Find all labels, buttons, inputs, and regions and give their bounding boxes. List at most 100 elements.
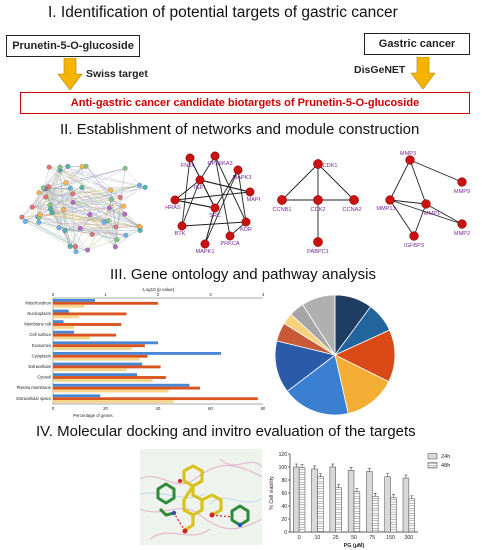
y-tick-label: 100 [279,465,288,471]
network-node [73,249,79,255]
network-edge [59,169,125,215]
network-node [177,221,187,231]
node-label: MAPK3 [233,175,252,181]
network-node [457,177,467,187]
legend-label: 24h [441,454,450,460]
viability-bar [402,477,410,533]
network-node [405,155,415,165]
top-tick-label: 0 [52,292,55,297]
network-edge [38,192,112,200]
network-edge [80,226,141,229]
viability-bar [311,468,318,533]
network-edge [32,206,105,223]
network-edge [25,168,126,222]
go-bar [53,400,174,403]
node-label: MMP9 [454,189,470,195]
network-node [40,185,46,191]
viability-bar [329,466,336,533]
go-bar [53,389,169,393]
node-label: MMP3 [400,151,416,157]
network-node [87,212,93,218]
compound-box: Prunetin-5-O-glucoside [6,35,140,57]
network-edge [59,169,64,210]
network-edge [48,186,71,247]
network-edge [174,179,201,201]
section2-heading: II. Establishment of networks and module… [60,121,420,138]
network-node [46,164,52,170]
pie-slice [334,329,396,383]
disease-box: Gastric cancer [364,33,470,55]
network-edge [60,166,140,186]
pie-slice [334,354,390,415]
viability-bar [390,497,397,533]
network-node [122,211,128,217]
network-edge [109,207,116,247]
network-node [421,199,431,209]
viability-bar [353,491,361,533]
network-edge [111,199,125,215]
node-label: SRC [209,213,221,219]
network-node [67,243,73,249]
node-label: BTK [175,231,186,237]
network-node [70,191,76,197]
node-label: RPS6KA3 [207,161,232,167]
node-label: PRKCA [220,241,240,247]
node-label: CDK2 [311,207,326,213]
top-tick-label: 3 [209,292,212,297]
network-node [101,219,107,225]
network-edge [425,203,463,225]
network-node [313,237,323,247]
go-bar [53,368,127,372]
candidate-biotargets-box: Anti-gastric cancer candidate biotargets… [20,92,470,114]
viability-bar [366,471,373,533]
go-bar [53,312,127,316]
network-edge [174,199,216,209]
network-node [195,175,205,185]
go-bar [53,336,90,340]
go-bar [53,383,190,387]
network-node [114,237,120,243]
network-edge [389,199,415,237]
network-edge [413,203,427,237]
bottom-tick-label: 60 [208,406,213,411]
network-edge [49,185,140,206]
viability-bar [408,498,415,533]
network-node [210,151,220,161]
network-node [62,228,68,234]
network-edge [64,226,140,231]
network-edge [124,168,140,186]
network-edge [72,202,118,240]
network-node [36,190,42,196]
category-label: Nucleoplasm [27,311,51,316]
network-node [47,202,53,208]
network-node [63,180,69,186]
go-bar [53,344,145,348]
legend-swatch [427,453,438,460]
network-edge [67,166,118,240]
go-bar [53,304,85,308]
network-edge [32,204,51,208]
network-edge [111,199,118,240]
network-edge [103,199,112,223]
network-node [106,205,112,211]
node-label: MMP13 [376,206,395,212]
bottom-tick-label: 80 [261,406,266,411]
node-label: IGFBP3 [404,243,424,249]
node-label: PABPC1 [307,249,329,255]
network-edge [64,187,146,231]
network-edge [92,185,140,235]
network-edge [25,205,51,222]
y-tick-label: 20 [281,517,287,523]
network-node [43,194,49,200]
network-edge [110,189,117,228]
go-bar [53,347,132,350]
go-bar [53,373,137,377]
x-axis-label: PG (μM) [344,543,365,548]
viability-bar [293,466,300,533]
network-node [117,194,123,200]
network-edge [45,187,71,198]
network-edge [32,187,83,208]
network-node [349,195,359,205]
network-edge [204,207,216,245]
